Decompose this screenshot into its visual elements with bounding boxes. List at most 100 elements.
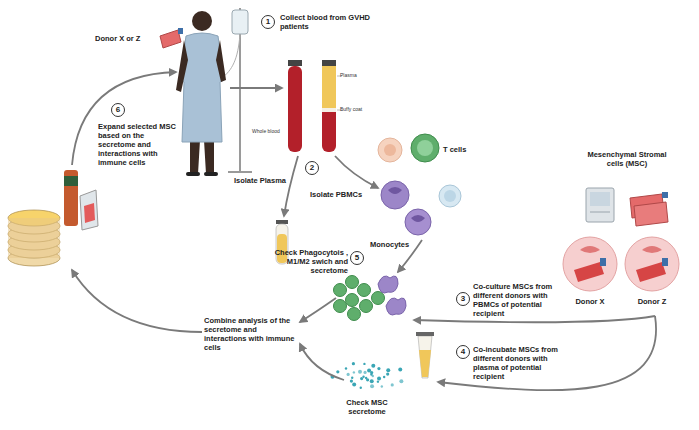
callout-number: 5 <box>355 254 359 262</box>
pbmc-cells-part <box>388 187 402 194</box>
donor-flasks-part <box>600 258 606 266</box>
donor-flasks <box>563 237 679 291</box>
callout-circle: 4 <box>456 345 470 359</box>
caption-text: Combine analysis of the secretome and in… <box>204 316 298 352</box>
callout-number: 2 <box>310 164 314 172</box>
callout-number: 3 <box>461 295 465 303</box>
callout-number: 6 <box>116 106 120 114</box>
pbmc-cells-part <box>384 144 396 156</box>
patient-figure <box>176 8 252 176</box>
culture-stack-part-part <box>8 218 60 258</box>
coculture-cells-part <box>346 276 359 289</box>
secretome-dots-part <box>352 362 355 365</box>
caption-text: Collect blood from GVHD patients <box>280 13 380 31</box>
blood-tubes-part <box>288 60 302 66</box>
secretome-dots-part <box>350 379 353 382</box>
caption-text: T cells <box>443 145 479 154</box>
flow-arrow-part <box>230 87 282 89</box>
plasma-tube-part <box>276 220 288 224</box>
coculture-cells-part <box>360 300 373 313</box>
secretome-dots-part <box>383 376 385 378</box>
flow-arrow-part <box>72 270 202 332</box>
secretome-dots-part <box>391 383 394 386</box>
caption-text: Check Phagocytois , M1/M2 swich and secr… <box>254 248 348 275</box>
coculture-cells-part <box>378 276 398 293</box>
culture-stack-part <box>64 176 78 186</box>
secretome-dots-part <box>370 379 374 383</box>
coculture-cells-part <box>358 284 371 297</box>
donor-flasks-part <box>662 258 668 266</box>
secretome-dots-part <box>358 370 362 374</box>
incubation-tube-part <box>419 350 431 377</box>
pbmc-cells-part <box>378 138 402 162</box>
patient-figure-part <box>204 172 218 176</box>
culture-stack-part <box>84 203 95 223</box>
flask-icon-part <box>160 30 181 48</box>
patient-figure-part <box>176 40 226 92</box>
secretome-dots-part <box>353 371 355 373</box>
flask-icon-part <box>178 28 183 34</box>
blood-tubes-part <box>322 66 336 108</box>
callout-circle: 6 <box>111 103 125 117</box>
blood-tubes-part <box>288 66 302 152</box>
secretome-dots-part <box>399 379 403 383</box>
patient-figure-part <box>190 140 214 174</box>
secretome-dots-part <box>381 385 383 387</box>
patient-figure-part <box>228 171 252 173</box>
patient-figure-part <box>192 11 212 31</box>
caption-text: Monocytes <box>370 240 418 249</box>
callout-circle: 5 <box>350 251 364 265</box>
caption-text: Donor X <box>566 297 614 306</box>
patient-figure-part <box>232 10 248 34</box>
tube-label: Whole blood <box>252 128 286 134</box>
donor-flasks-part <box>580 246 600 253</box>
donor-flasks-part <box>574 262 604 282</box>
coculture-cells-part <box>348 308 361 321</box>
secretome-dots-part <box>370 373 372 375</box>
secretome-dots-part <box>336 370 339 373</box>
pbmc-cells-part <box>381 181 409 209</box>
secretome-dots-part <box>360 387 362 389</box>
incubation-tube-part <box>416 332 434 336</box>
caption-text: Mesenchymal Stromal cells (MSC) <box>580 150 674 168</box>
incubation-tube <box>416 332 434 378</box>
callout-circle: 3 <box>456 292 470 306</box>
plasma-tube <box>276 220 288 264</box>
secretome-dots <box>331 362 404 389</box>
plasma-tube-part <box>276 224 288 264</box>
secretome-dots-part <box>371 364 375 368</box>
flow-arrow-part <box>414 316 655 322</box>
secretome-dots-part <box>386 368 390 372</box>
coculture-cells-part <box>334 300 347 313</box>
callout-circle: 1 <box>261 15 275 29</box>
culture-stack-part <box>8 210 60 266</box>
flow-arrow-part <box>335 156 378 188</box>
tube-label: Plasma <box>340 72 370 78</box>
msc-lab-equipment <box>586 188 668 226</box>
secretome-dots-part <box>370 384 374 388</box>
msc-lab-equipment-part <box>586 188 614 222</box>
donor-flasks-part <box>563 237 617 291</box>
flow-arrow-part <box>300 344 344 380</box>
donor-flasks-part <box>642 246 662 253</box>
secretome-dots-part <box>345 367 347 369</box>
secretome-dots-part <box>377 380 379 382</box>
msc-lab-equipment-part <box>662 192 668 198</box>
caption-text: Isolate Plasma <box>224 176 286 185</box>
callout-circle: 2 <box>305 161 319 175</box>
coculture-cells <box>334 276 407 321</box>
blood-tubes-part <box>322 66 336 152</box>
donor-flasks-part <box>636 262 666 282</box>
pbmc-cells-part <box>439 185 461 207</box>
secretome-dots-part <box>377 377 381 381</box>
secretome-dots-part <box>347 373 350 376</box>
caption-text: Donor Z <box>628 297 676 306</box>
pbmc-cells-part <box>444 190 456 202</box>
incubation-tube-part <box>418 336 432 378</box>
caption-text: Co-culture MSCs from different donors wi… <box>473 282 561 318</box>
tube-label: Buffy coat <box>340 106 374 112</box>
secretome-dots-part <box>363 371 366 374</box>
secretome-dots-part <box>386 373 389 376</box>
